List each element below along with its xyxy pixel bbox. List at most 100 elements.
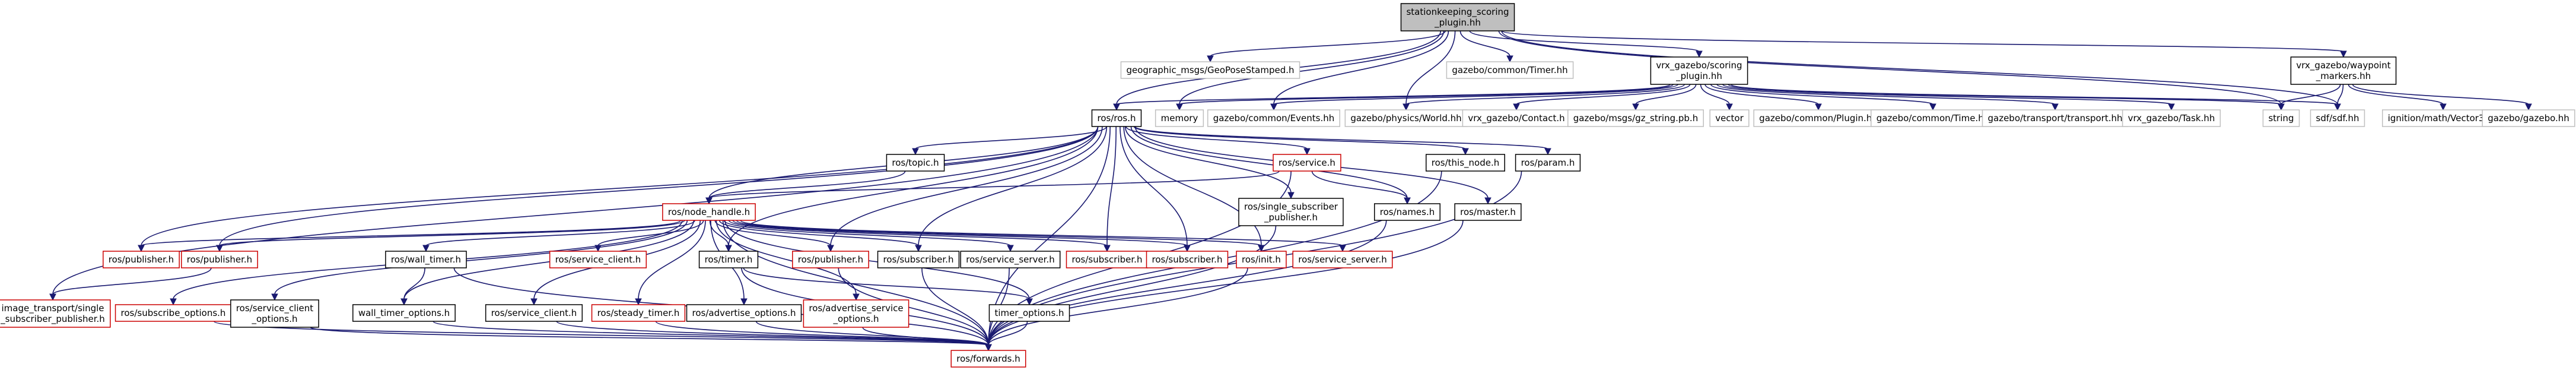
edge-arrowhead <box>1726 103 1733 111</box>
graph-node-ros-service-server-1[interactable]: ros/service_server.h <box>960 251 1061 268</box>
graph-node-ros-service-client-options[interactable]: ros/service_client_options.h <box>230 299 319 328</box>
node-label: sdf/sdf.hh <box>2316 113 2359 124</box>
edge-arrowhead <box>422 245 430 252</box>
node-box <box>2290 56 2397 85</box>
graph-node-ros-service-client-1[interactable]: ros/service_client.h <box>549 251 647 268</box>
graph-node-ros-topic[interactable]: ros/topic.h <box>886 154 945 172</box>
edge-arrowhead <box>1544 148 1551 156</box>
dependency-edge <box>1273 30 1449 105</box>
dependency-edge <box>988 220 1387 346</box>
graph-node-ros-steady-timer[interactable]: ros/steady_timer.h <box>591 304 686 322</box>
graph-node-wall-timer-options[interactable]: wall_timer_options.h <box>352 304 456 322</box>
node-box <box>950 350 1026 368</box>
edge-arrowhead <box>740 298 748 306</box>
graph-node-ros-subscriber-2[interactable]: ros/subscriber.h <box>1066 251 1149 268</box>
node-box <box>1515 154 1581 172</box>
graph-node-img-transport[interactable]: image_transport/single_subscriber_publis… <box>0 299 111 328</box>
graph-node-ros-advertise-options[interactable]: ros/advertise_options.h <box>686 304 802 322</box>
node-label: image_transport/single <box>2 303 104 314</box>
node-label: ros/service_client.h <box>491 308 577 319</box>
graph-node-timer-options[interactable]: timer_options.h <box>988 304 1070 322</box>
edge-arrowhead <box>912 148 919 156</box>
dependency-edge <box>425 220 695 246</box>
node-box <box>1236 251 1287 268</box>
graph-node-geo: geographic_msgs/GeoPoseStamped.h <box>1120 61 1300 79</box>
dependency-edge <box>988 267 1248 346</box>
graph-node-ros-this-node[interactable]: ros/this_node.h <box>1426 154 1505 172</box>
node-label: ros/service_client <box>236 303 313 314</box>
node-label: wall_timer_options.h <box>358 308 450 319</box>
graph-node-ros-service[interactable]: ros/service.h <box>1273 154 1341 172</box>
graph-node-ros-names[interactable]: ros/names.h <box>1373 203 1441 221</box>
graph-node-ros-subscribe-options[interactable]: ros/subscribe_options.h <box>115 304 232 322</box>
node-label: vector <box>1715 113 1744 124</box>
node-label: memory <box>1161 113 1198 124</box>
dependency-edge <box>1133 126 1466 150</box>
graph-node-root[interactable]: stationkeeping_scoring_plugin.hh <box>1400 3 1515 31</box>
edge-arrowhead <box>1484 197 1491 205</box>
node-label: ros/advertise_options.h <box>692 308 796 319</box>
graph-node-ros-wall-timer[interactable]: ros/wall_timer.h <box>385 251 467 268</box>
graph-node-ros-subscriber-3[interactable]: ros/subscriber.h <box>1146 251 1229 268</box>
edge-arrowhead <box>853 293 860 301</box>
graph-node-ros-timer[interactable]: ros/timer.h <box>698 251 759 268</box>
graph-node-gz-timer: gazebo/common/Timer.hh <box>1446 61 1574 79</box>
dependency-edge <box>708 170 906 199</box>
dependency-edge <box>1116 84 1671 105</box>
graph-node-ros-subscriber-1[interactable]: ros/subscriber.h <box>877 251 960 268</box>
edge-arrowhead <box>915 245 922 252</box>
graph-node-ros-publisher-2[interactable]: ros/publisher.h <box>181 251 258 268</box>
graph-node-gz-transport: gazebo/transport/transport.hh <box>1982 109 2129 127</box>
node-label: ros/param.h <box>1521 157 1575 168</box>
graph-node-ros-service-server-2[interactable]: ros/service_server.h <box>1292 251 1393 268</box>
node-label: ros/single_subscriber <box>1244 201 1338 213</box>
node-label: gazebo/common/Events.hh <box>1213 113 1335 124</box>
graph-node-ros-node-handle[interactable]: ros/node_handle.h <box>662 203 756 221</box>
dependency-edge <box>732 220 1188 246</box>
edge-arrowhead <box>216 245 223 252</box>
dependency-edge <box>736 220 1262 246</box>
node-label: ros/subscriber.h <box>1152 254 1223 265</box>
node-box <box>549 251 647 268</box>
dependency-edge <box>830 126 1103 246</box>
graph-node-ros-single-sub-pub[interactable]: ros/single_subscriber_publisher.h <box>1238 198 1344 226</box>
node-box <box>1155 109 1204 127</box>
dependency-edge <box>2352 84 2529 105</box>
graph-node-gz-physics: gazebo/physics/World.hh <box>1344 109 1468 127</box>
graph-node-ros-ros[interactable]: ros/ros.h <box>1091 109 1142 127</box>
node-box <box>1207 109 1341 127</box>
node-box <box>1753 109 1884 127</box>
graph-node-ros-publisher-3[interactable]: ros/publisher.h <box>792 251 869 268</box>
graph-node-gz-time: gazebo/common/Time.hh <box>1871 109 1995 127</box>
graph-node-ros-service-client-2[interactable]: ros/service_client.h <box>485 304 583 322</box>
graph-node-ros-init[interactable]: ros/init.h <box>1236 251 1287 268</box>
node-label: gazebo/gazebo.hh <box>2488 113 2569 124</box>
dependency-edge <box>1498 30 2282 105</box>
edge-arrowhead <box>1513 103 1520 111</box>
graph-node-ros-forwards[interactable]: ros/forwards.h <box>950 350 1026 368</box>
graph-node-ros-advertise-service-options[interactable]: ros/advertise_service_options.h <box>803 299 909 328</box>
node-label: ros/subscriber.h <box>883 254 954 265</box>
graph-node-ros-publisher-1[interactable]: ros/publisher.h <box>103 251 180 268</box>
node-box <box>698 251 759 268</box>
node-label: _options.h <box>251 314 297 325</box>
graph-node-vrx-waypoint[interactable]: vrx_gazebo/waypoint_markers.hh <box>2290 56 2397 85</box>
dependency-edge <box>918 126 1108 246</box>
node-label: ros/steady_timer.h <box>597 308 680 319</box>
edge-arrowhead <box>1184 245 1191 252</box>
graph-node-vector: vector <box>1709 109 1750 127</box>
graph-node-vrx-scoring[interactable]: vrx_gazebo/scoring_plugin.hh <box>1650 56 1748 85</box>
edge-arrowhead <box>985 344 992 352</box>
graph-node-gz-plugin: gazebo/common/Plugin.hh <box>1753 109 1884 127</box>
dependency-edge <box>988 321 1028 346</box>
edge-arrowhead <box>1929 103 1936 111</box>
dependency-edge <box>1179 84 1674 105</box>
dependency-edge <box>219 220 685 246</box>
graph-node-ros-master[interactable]: ros/master.h <box>1454 203 1522 221</box>
graph-node-ros-param[interactable]: ros/param.h <box>1515 154 1581 172</box>
node-box <box>686 304 802 322</box>
dependency-edge <box>1311 170 1408 199</box>
node-label: gazebo/transport/transport.hh <box>1987 113 2122 124</box>
edge-arrowhead <box>1176 103 1183 111</box>
